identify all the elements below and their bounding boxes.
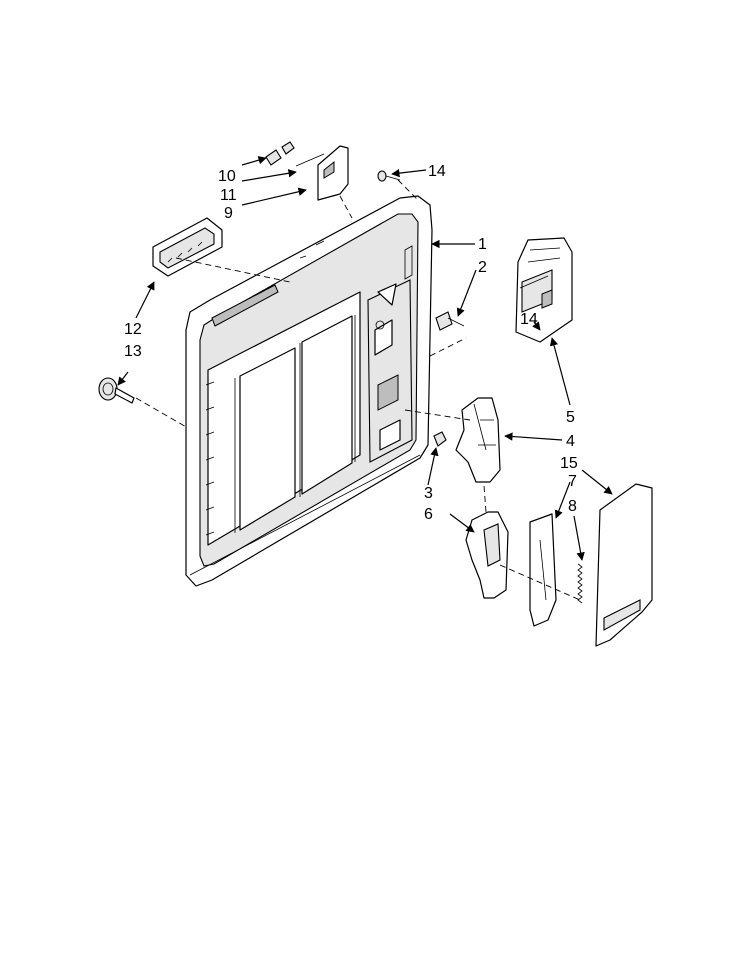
callout-13: 13 bbox=[124, 343, 142, 360]
assembly-lines bbox=[135, 179, 581, 601]
callout-5: 5 bbox=[566, 409, 575, 426]
callout-9: 9 bbox=[224, 205, 233, 222]
callout-2: 2 bbox=[478, 259, 487, 276]
latch-clip bbox=[435, 311, 465, 331]
door-bumper bbox=[98, 377, 135, 404]
callout-8: 8 bbox=[568, 498, 577, 515]
latch-slider bbox=[465, 511, 509, 599]
screw bbox=[377, 170, 401, 182]
callout-3: 3 bbox=[424, 485, 433, 502]
callout-14-top: 14 bbox=[428, 163, 446, 180]
callout-12: 12 bbox=[124, 321, 142, 338]
spring-pin bbox=[265, 141, 325, 167]
callout-10: 10 bbox=[218, 168, 236, 185]
vent-cover bbox=[317, 145, 349, 201]
callout-1: 1 bbox=[478, 236, 487, 253]
nut bbox=[433, 431, 447, 447]
switch-housing bbox=[515, 237, 573, 343]
callout-15: 15 bbox=[560, 455, 578, 472]
latch-spring bbox=[577, 563, 583, 604]
callout-7: 7 bbox=[568, 473, 577, 490]
side-cover bbox=[595, 483, 653, 647]
door-handle-bracket bbox=[152, 217, 223, 277]
callout-14-switch: 14 bbox=[520, 311, 538, 328]
inner-door-panel bbox=[185, 195, 433, 587]
callout-labels: 1 2 3 4 5 6 7 8 9 10 11 12 13 14 14 15 bbox=[124, 163, 578, 523]
callout-6: 6 bbox=[424, 506, 433, 523]
latch-actuator bbox=[455, 397, 501, 483]
callout-4: 4 bbox=[566, 433, 575, 450]
leader-lines bbox=[117, 156, 613, 561]
callout-11: 11 bbox=[220, 187, 237, 204]
latch-plate bbox=[529, 513, 557, 627]
